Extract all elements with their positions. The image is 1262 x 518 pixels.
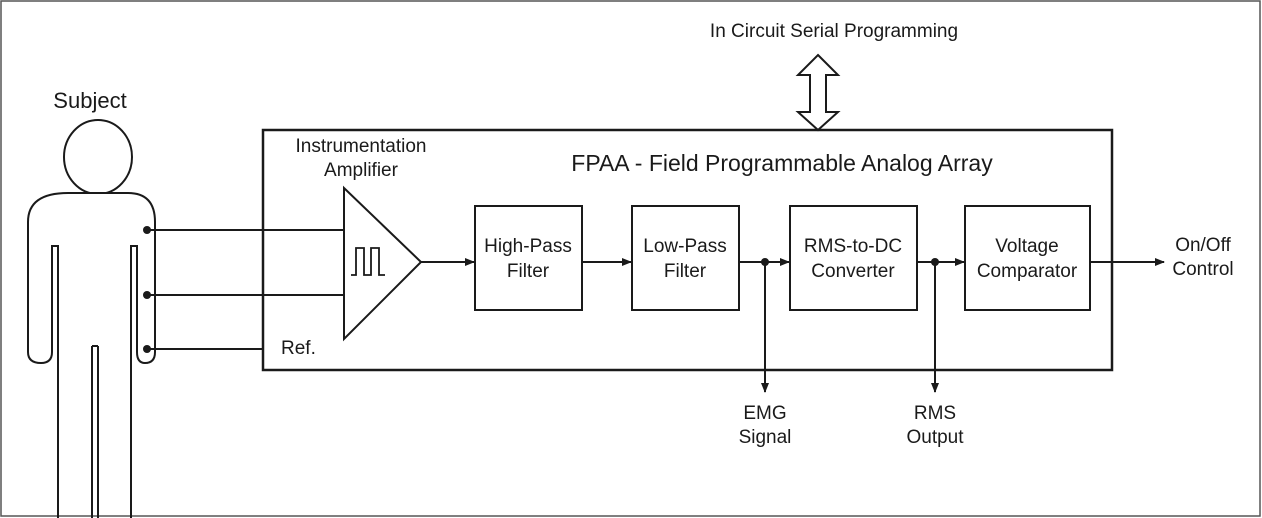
rms-dc-line2: Converter <box>811 261 895 282</box>
amplifier-square-wave-icon <box>351 247 385 276</box>
subject-head <box>63 119 133 195</box>
emg-label-line2: Signal <box>739 427 792 448</box>
programming-label: In Circuit Serial Programming <box>710 21 958 42</box>
control-label-line1: On/Off <box>1175 235 1231 256</box>
subject-label: Subject <box>53 88 126 113</box>
low-pass-line1: Low-Pass <box>643 236 726 257</box>
instrumentation-amplifier <box>343 185 423 342</box>
high-pass-line1: High-Pass <box>484 236 572 257</box>
fpaa-title: FPAA - Field Programmable Analog Array <box>571 150 993 176</box>
amplifier-label-line1: Instrumentation <box>296 136 427 157</box>
control-label-line2: Control <box>1172 259 1233 280</box>
high-pass-filter-block <box>474 205 583 311</box>
high-pass-line2: Filter <box>507 261 550 282</box>
rms-dc-line1: RMS-to-DC <box>804 236 902 257</box>
comparator-line2: Comparator <box>977 261 1078 282</box>
low-pass-line2: Filter <box>664 261 707 282</box>
emg-label-line1: EMG <box>743 403 786 424</box>
ref-label: Ref. <box>281 338 316 359</box>
low-pass-filter-block <box>631 205 740 311</box>
fpaa-box <box>261 128 1114 372</box>
rms-output-label-line1: RMS <box>914 403 956 424</box>
comparator-line1: Voltage <box>995 236 1058 257</box>
subject-body <box>27 192 156 518</box>
subject-figure <box>27 119 156 518</box>
amplifier-label-line2: Amplifier <box>324 160 399 181</box>
rms-to-dc-converter-block <box>789 205 918 311</box>
rms-output-label-line2: Output <box>906 427 964 448</box>
voltage-comparator-block <box>964 205 1091 311</box>
